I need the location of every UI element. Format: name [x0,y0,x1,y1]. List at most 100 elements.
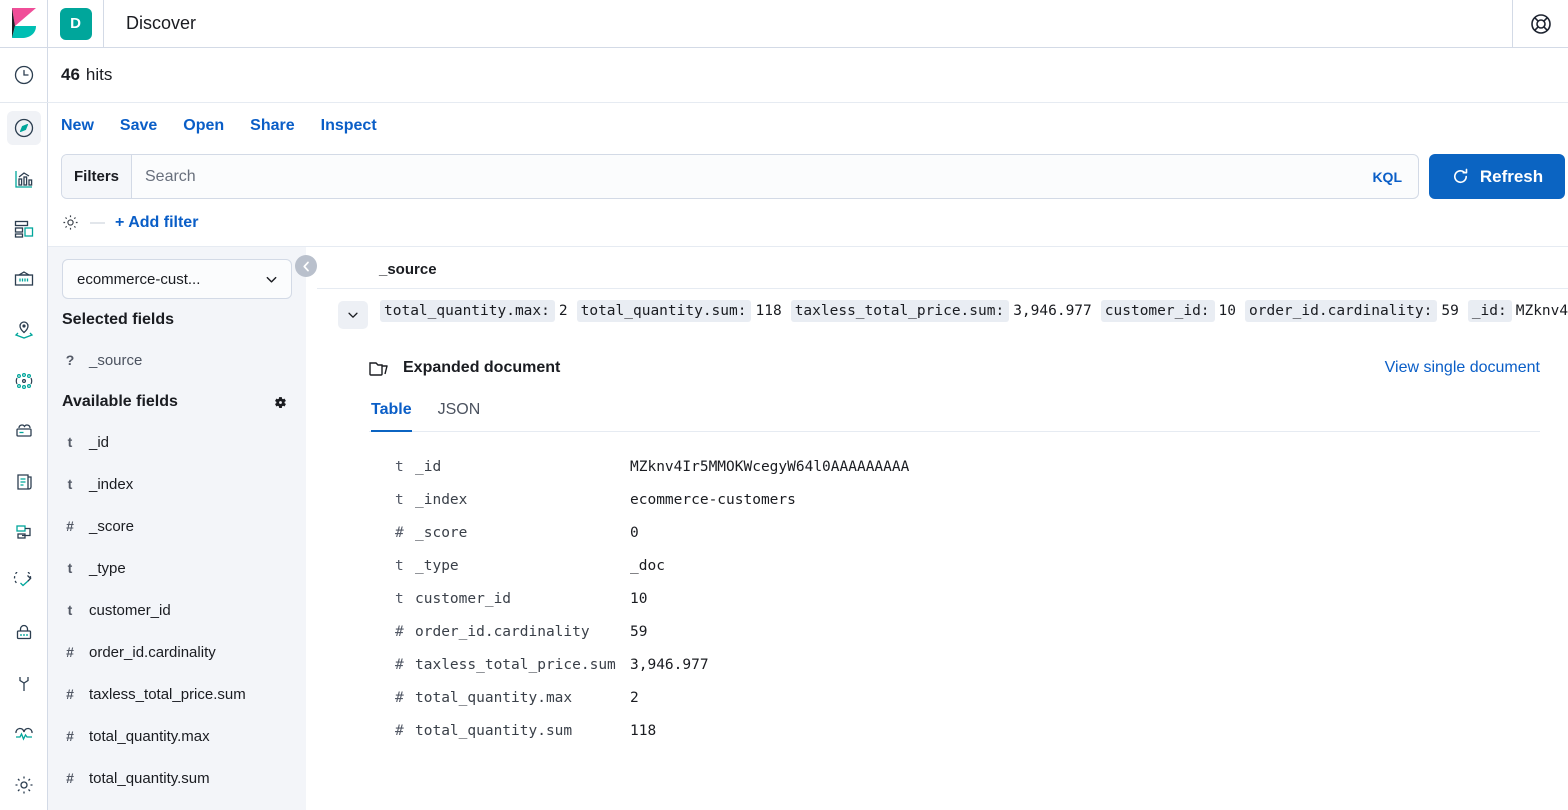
menu-inspect[interactable]: Inspect [320,116,377,134]
list-item[interactable]: # taxless_total_price.sum [62,673,292,715]
list-item[interactable]: # total_quantity.sum [62,757,292,799]
menu-share[interactable]: Share [250,116,295,134]
heartbeat-icon [7,717,41,751]
index-pattern-select[interactable]: ecommerce-cust... [62,259,292,299]
compass-icon [6,111,41,146]
source-value: 10 [1218,303,1237,319]
sidebar-item-machine-learning[interactable] [0,406,48,457]
field-type-icon: # [395,722,404,739]
available-fields-label: Available fields [62,393,178,410]
source-key: _id: [1467,300,1512,322]
ml-cloud-icon [7,414,41,448]
sidebar-item-maps[interactable] [0,305,48,356]
sidebar-item-monitoring[interactable] [0,709,48,760]
field-type-icon: # [395,689,404,706]
list-item[interactable]: # order_id.cardinality [62,631,292,673]
query-language-button[interactable]: KQL [1372,168,1402,185]
clock-icon [7,58,41,92]
refresh-button[interactable]: Refresh [1429,154,1565,199]
field-name: total_quantity.sum [415,722,573,739]
app-badge[interactable]: D [59,7,92,40]
expanded-document-section: Expanded document View single document T… [369,359,1568,747]
field-type-icon: # [66,518,74,534]
field-type-icon: t [395,491,404,508]
sidebar-item-visualize[interactable] [0,154,48,205]
collapse-sidebar-button[interactable] [295,255,317,277]
source-value: 2 [558,303,568,319]
sidebar-item-dashboard[interactable] [0,204,48,255]
field-type-icon: t [67,476,73,492]
selected-field-source[interactable]: ? _source [62,339,292,381]
apm-layers-icon [7,515,41,549]
selected-fields-header: Selected fields [62,311,292,329]
sidebar-item-uptime[interactable] [0,558,48,609]
chevron-down-icon [264,272,279,287]
field-type-icon: t [395,590,404,607]
main-column: D Discover 46 hits New Save Open Share I… [48,0,1568,810]
sidebar-item-apm[interactable] [0,507,48,558]
gear-icon [7,768,41,802]
sidebar-item-recently-viewed[interactable] [0,48,48,103]
field-value: MZknv4Ir5MMOKWcegyW64l0AAAAAAAAA [630,458,910,475]
dashboard-icon [7,212,41,246]
expanded-document-title: Expanded document [403,359,561,376]
search-input[interactable]: Search [132,155,1373,198]
field-type-icon: t [395,458,404,475]
tab-table[interactable]: Table [371,401,412,432]
table-row: # total_quantity.max 2 [369,681,1540,714]
sidebar-item-siem[interactable] [0,608,48,659]
source-key: order_id.cardinality: [1245,300,1438,322]
gear-icon[interactable] [273,395,288,410]
field-value: ecommerce-customers [630,491,796,508]
list-item[interactable]: # _score [62,505,292,547]
field-type-icon: # [66,770,74,786]
field-type-icon: # [66,644,74,660]
field-name: total_quantity.max [89,727,210,745]
app-header: D Discover [48,0,1568,48]
menu-new[interactable]: New [61,116,94,134]
canvas-icon [7,263,41,297]
list-item[interactable]: t _index [62,463,292,505]
filters-tab-button[interactable]: Filters [62,155,132,198]
field-type-icon: # [66,728,74,744]
field-value: 59 [630,623,648,640]
source-value: MZknv4Ir5MMOKWcegyW64l0AAAAAAAAA [1515,303,1568,319]
source-value: 3,946.977 [1013,303,1092,319]
expand-document-button[interactable] [338,301,368,329]
add-filter-button[interactable]: + Add filter [115,213,199,231]
field-name: _index [415,491,468,508]
view-single-document-link[interactable]: View single document [1384,359,1540,376]
field-name: _score [89,517,135,535]
table-row: t _index ecommerce-customers [369,483,1540,516]
list-item[interactable]: # total_quantity.max [62,715,292,757]
menu-save[interactable]: Save [119,116,158,134]
list-item[interactable]: t _id [62,421,292,463]
page-title: Discover [126,13,197,33]
list-item[interactable]: t customer_id [62,589,292,631]
source-value: 59 [1441,303,1459,319]
field-name: _id [89,433,110,451]
field-name: _source [89,351,143,369]
filter-separator: — [90,214,105,231]
sidebar-item-management[interactable] [0,760,48,810]
tab-json[interactable]: JSON [437,401,481,418]
gear-icon[interactable] [61,213,80,232]
menu-open[interactable]: Open [183,116,225,134]
kibana-logo-icon[interactable] [0,0,48,48]
wrench-icon [7,667,41,701]
top-nav-menu: New Save Open Share Inspect [48,103,1568,148]
field-name: _index [89,475,134,493]
sidebar-item-graph[interactable] [0,356,48,407]
sidebar-item-logs[interactable] [0,457,48,508]
source-pair: taxless_total_price.sum:3,946.977 [790,300,1101,322]
sidebar-item-discover[interactable] [0,103,48,154]
sidebar-item-canvas[interactable] [0,255,48,306]
field-type-icon: # [66,686,74,702]
source-key: total_quantity.sum: [576,300,752,322]
help-button[interactable] [1512,0,1568,47]
list-item[interactable]: t _type [62,547,292,589]
sidebar-item-dev-tools[interactable] [0,659,48,710]
uptime-check-icon [7,566,41,600]
expanded-document-header: Expanded document View single document [369,359,1540,377]
